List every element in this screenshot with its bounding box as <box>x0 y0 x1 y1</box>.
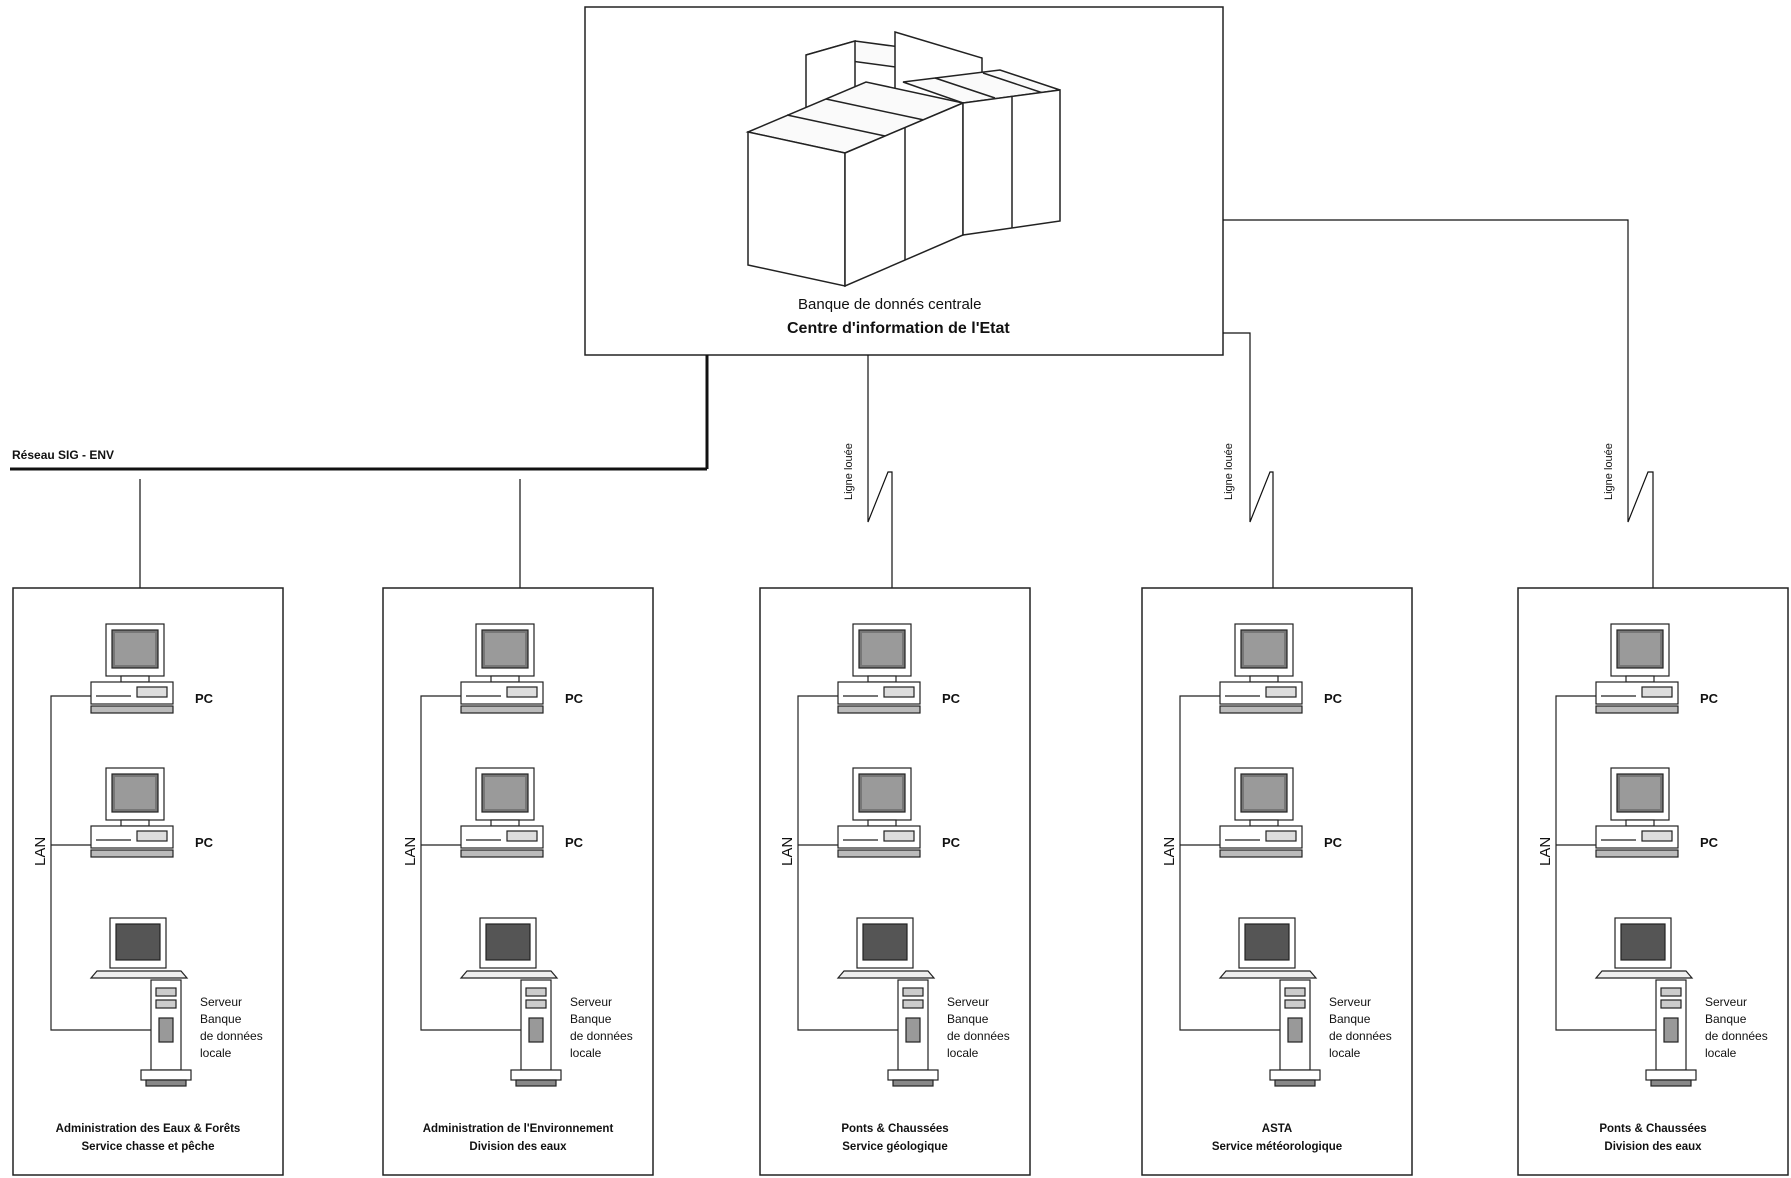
pc-label: PC <box>942 691 961 706</box>
pc-icon <box>838 768 920 857</box>
pc-label: PC <box>1700 691 1719 706</box>
pc-icon <box>838 624 920 713</box>
server-label: de données <box>1705 1029 1768 1043</box>
site-name: Administration des Eaux & Forêts <box>56 1123 241 1135</box>
network-label: Réseau SIG - ENV <box>12 448 114 462</box>
pc-label: PC <box>565 835 584 850</box>
pc-icon <box>1220 768 1302 857</box>
server-label: Serveur <box>1705 995 1747 1009</box>
central-title: Centre d'information de l'Etat <box>787 320 1010 337</box>
server-label: locale <box>200 1046 232 1060</box>
lan-label: LAN <box>779 837 796 866</box>
server-label: de données <box>947 1029 1010 1043</box>
server-icon <box>91 918 191 1086</box>
site-name: Service chasse et pêche <box>82 1141 215 1153</box>
lan-cable <box>1180 696 1282 1030</box>
server-label: Banque <box>1705 1012 1747 1026</box>
lan-cable <box>421 696 523 1030</box>
pc-label: PC <box>195 691 214 706</box>
pc-icon <box>1220 624 1302 713</box>
pc-label: PC <box>1324 691 1343 706</box>
lan-label: LAN <box>1537 837 1554 866</box>
lan-label: LAN <box>402 837 419 866</box>
central-db-label: Banque de donnés centrale <box>798 296 981 313</box>
leased-line-label-1: Ligne louée <box>843 443 855 500</box>
pc-label: PC <box>1700 835 1719 850</box>
site-name: Division des eaux <box>1604 1141 1702 1153</box>
leased-line-label-3: Ligne louée <box>1603 443 1615 500</box>
pc-icon <box>1596 768 1678 857</box>
central-node: Banque de donnés centrale Centre d'infor… <box>585 7 1223 355</box>
pc-icon <box>1596 624 1678 713</box>
lan-cable <box>1556 696 1658 1030</box>
server-label: locale <box>1329 1046 1361 1060</box>
lan-label: LAN <box>32 837 49 866</box>
server-label: de données <box>1329 1029 1392 1043</box>
server-label: locale <box>947 1046 979 1060</box>
lan-label: LAN <box>1161 837 1178 866</box>
server-icon <box>838 918 938 1086</box>
server-label: Serveur <box>200 995 242 1009</box>
server-label: Banque <box>947 1012 989 1026</box>
server-label: Banque <box>1329 1012 1371 1026</box>
server-label: de données <box>570 1029 633 1043</box>
server-label: locale <box>1705 1046 1737 1060</box>
server-icon <box>1220 918 1320 1086</box>
leased-line-label-2: Ligne louée <box>1223 443 1235 500</box>
pc-icon <box>461 624 543 713</box>
pc-icon <box>461 768 543 857</box>
server-label: locale <box>570 1046 602 1060</box>
pc-icon <box>91 624 173 713</box>
server-label: Serveur <box>570 995 612 1009</box>
leased-line-3 <box>1223 220 1653 588</box>
server-label: de données <box>200 1029 263 1043</box>
site-name: Service météorologique <box>1212 1141 1342 1153</box>
pc-icon <box>91 768 173 857</box>
server-icon <box>461 918 561 1086</box>
pc-label: PC <box>942 835 961 850</box>
leased-line-1 <box>868 355 892 588</box>
server-label: Banque <box>200 1012 242 1026</box>
server-label: Banque <box>570 1012 612 1026</box>
site-name: ASTA <box>1262 1123 1292 1135</box>
server-label: Serveur <box>1329 995 1371 1009</box>
pc-label: PC <box>1324 835 1343 850</box>
lan-cable <box>798 696 900 1030</box>
server-icon <box>1596 918 1696 1086</box>
pc-label: PC <box>195 835 214 850</box>
pc-label: PC <box>565 691 584 706</box>
site-name: Service géologique <box>842 1141 947 1153</box>
server-label: Serveur <box>947 995 989 1009</box>
site-name: Administration de l'Environnement <box>423 1123 614 1135</box>
site-name: Division des eaux <box>469 1141 567 1153</box>
site-name: Ponts & Chaussées <box>1599 1123 1706 1135</box>
site-name: Ponts & Chaussées <box>841 1123 948 1135</box>
lan-cable <box>51 696 153 1030</box>
